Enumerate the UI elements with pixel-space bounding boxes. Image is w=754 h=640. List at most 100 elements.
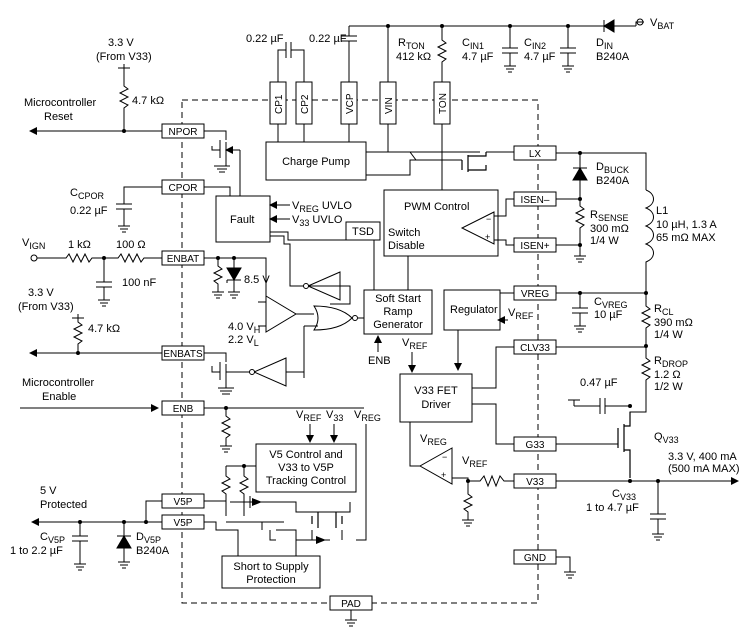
r-ign1-value: 1 kΩ [68,239,91,251]
dbuck-label: DBUCK [596,161,629,175]
l1-value: 10 µH, 1.3 A [656,219,717,231]
v5-control-1: V5 Control and [269,449,342,461]
mcu-reset-1: Microcontroller [24,97,96,109]
pin-v5p-2: V5P [174,518,193,529]
cap-cp-value: 0.22 µF [246,33,284,45]
short-protection-1: Short to Supply [233,561,309,573]
c047-value: 0.47 µF [580,377,618,389]
dv5p-label: DV5P [136,531,161,545]
top-vref-label: VREF [296,409,322,423]
rcl-value: 390 mΩ [654,317,693,329]
r-ign2-value: 100 Ω [116,239,146,251]
short-protection-2: Protection [246,574,296,586]
top-v33-label: V33 [326,409,343,423]
vreg-uvlo-label: VREG UVLO [292,200,352,214]
v33-fet-1: V33 FET [414,385,458,397]
pwm-control-block [383,189,499,257]
switch-disable-1: Switch [388,227,420,239]
v5-control-2: V33 to V5P [278,462,334,474]
rsense-value: 300 mΩ [590,223,629,235]
switch-disable-2: Disable [388,240,425,252]
pin-cpor: CPOR [169,183,198,194]
soft-start-3: Generator [373,319,423,331]
cin1-value: 4.7 µF [462,51,494,63]
erramp-vreg-label: VREG [420,433,447,447]
pin-gnd: GND [524,553,546,564]
erramp-vref-label: VREF [462,455,488,469]
v5-control-3: Tracking Control [266,475,346,487]
pin-lx: LX [529,149,542,160]
buck-switch [366,124,514,190]
pin-vreg: VREG [521,289,550,300]
cv33-label: CV33 [612,488,636,502]
cvreg-label: CVREG [594,296,627,310]
pwm-control-label: PWM Control [404,201,469,213]
pin-ton: TON [438,93,449,114]
mcu-enable-2: Enable [42,391,76,403]
svg-text:+: + [485,232,490,242]
rton-value: 412 kΩ [396,51,431,63]
rdrop-power: 1/2 W [654,381,683,393]
pin-enbat: ENBAT [167,254,200,265]
tsd-label: TSD [352,226,374,238]
r-mid-value: 4.7 kΩ [88,323,120,335]
ccpor-label: CCPOR [70,187,104,201]
vh-label: 4.0 VH [228,321,260,335]
output-max: (500 mA MAX) [668,463,740,475]
l1-label: L1 [656,205,668,217]
top-pins: CP1 CP2 VCP VIN TON [269,81,451,125]
mcu-reset-2: Reset [44,111,73,123]
pin-pad: PAD [341,599,361,610]
cv33-value: 1 to 4.7 µF [586,502,639,514]
pin-v33: V33 [526,477,544,488]
svg-text:+: + [441,470,446,480]
cv5p-value: 1 to 2.2 µF [10,545,63,557]
rdrop-label: RDROP [654,355,688,369]
rcl-power: 1/4 W [654,329,683,341]
regulator-block [443,289,501,331]
v33-mid-label: 3.3 V [28,287,54,299]
din-part: B240A [596,51,630,63]
short-protection-block [221,555,321,589]
dv5p-part: B240A [136,545,170,557]
soft-start-2: Ramp [383,306,412,318]
soft-start-block [363,289,433,335]
pin-isen-plus: ISEN+ [520,241,549,252]
vl-label: 2.2 VL [228,334,259,348]
pin-g33: G33 [526,440,545,451]
pin-v5p-1: V5P [174,497,193,508]
pin-enbats: ENBATS [163,349,203,360]
qv33-label: QV33 [654,431,679,445]
v33-mid-source: (From V33) [18,301,74,313]
v33-fet-driver-block [399,373,473,423]
cv5p-label: CV5P [40,531,65,545]
fault-block [215,195,271,243]
pin-enb: ENB [173,404,194,415]
pin-cp2: CP2 [300,94,311,114]
l1-resistance: 65 mΩ MAX [656,232,716,244]
v33-top-label: 3.3 V [108,37,134,49]
v33-top-source: (From V33) [96,51,152,63]
pin-npor: NPOR [169,127,198,138]
pin-cp1: CP1 [274,94,285,114]
vbat-label: VBAT [650,17,675,31]
v5-protected-1: 5 V [40,485,57,497]
pin-vcp: VCP [345,93,356,114]
fault-label: Fault [230,214,254,226]
r-top-value: 4.7 kΩ [132,95,164,107]
charge-pump-label: Charge Pump [282,156,350,168]
din-label: DIN [596,37,613,51]
rdrop-value: 1.2 Ω [654,369,681,381]
charge-pump-block [265,141,367,181]
c-ign-value: 100 nF [122,277,157,289]
supply-network: VBAT DIN B240A CIN1 4.7 µF CIN2 4.7 µF R… [246,17,675,82]
zener-label: 8.5 V [244,274,270,286]
rcl-label: RCL [654,303,673,317]
rton-label: RTON [398,37,425,51]
fet-vref-label: VREF [402,337,428,351]
pin-isen-minus: ISEN– [521,195,550,206]
svg-text:−: − [486,214,491,224]
svg-text:−: − [442,452,447,462]
mcu-enable-1: Microcontroller [22,377,94,389]
